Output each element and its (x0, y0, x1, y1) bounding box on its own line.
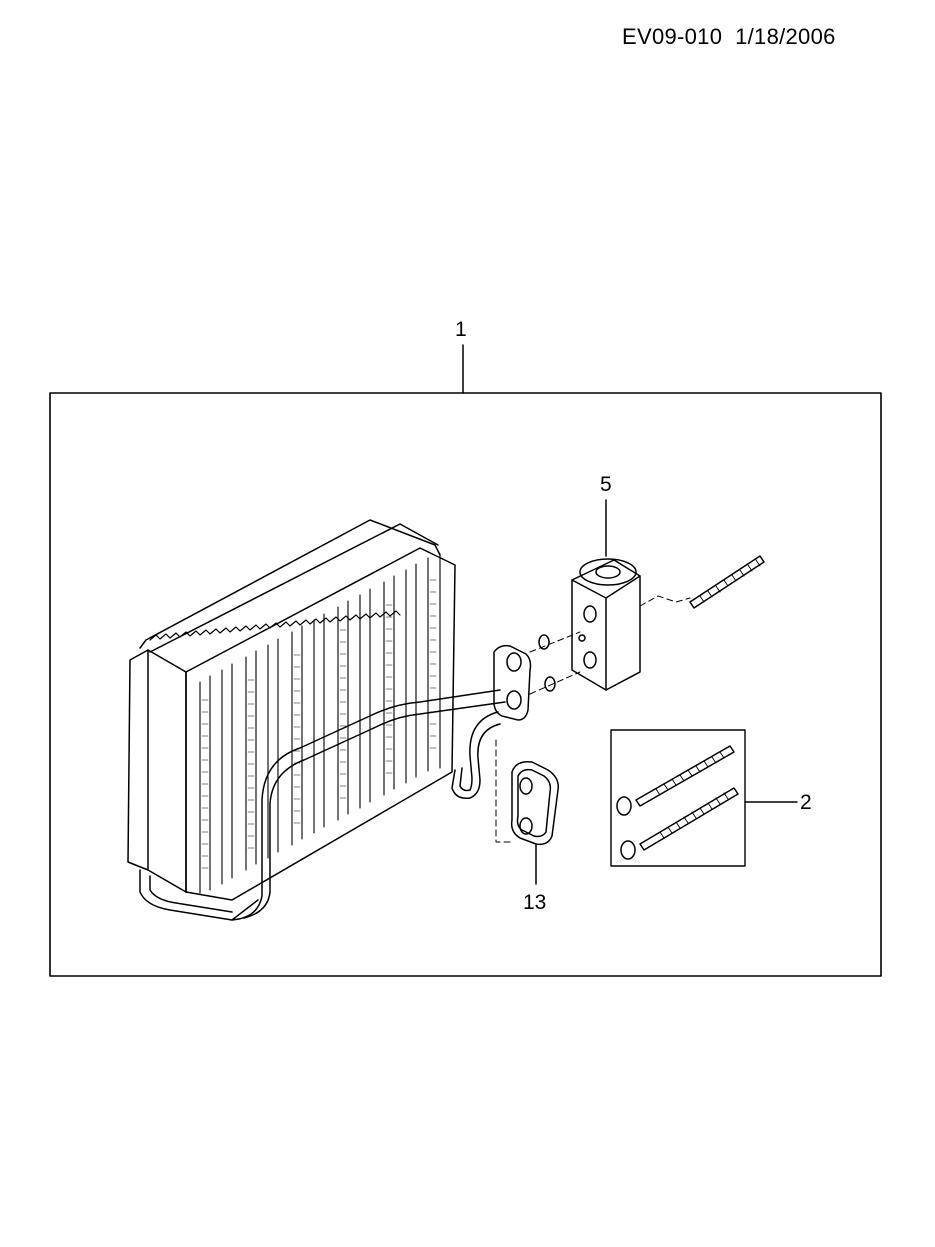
callout-valve: 5 (600, 473, 612, 496)
callout-seal-kit: 2 (800, 791, 812, 814)
callout-assembly: 1 (455, 318, 467, 341)
assembly-frame (49, 392, 882, 977)
diagram-header: EV09-010 1/18/2006 (622, 24, 836, 50)
refrigerant-pipes (231, 689, 506, 921)
expansion-valve (571, 558, 641, 691)
gasket (510, 760, 560, 846)
o-rings (538, 634, 556, 692)
seal-kit-box (610, 729, 746, 867)
evaporator-core (127, 519, 456, 921)
callout-gasket: 13 (523, 891, 547, 914)
valve-stud (689, 555, 765, 609)
diagram-date: 1/18/2006 (735, 24, 836, 49)
diagram-code: EV09-010 (622, 24, 723, 49)
pipe-flange (493, 644, 532, 721)
